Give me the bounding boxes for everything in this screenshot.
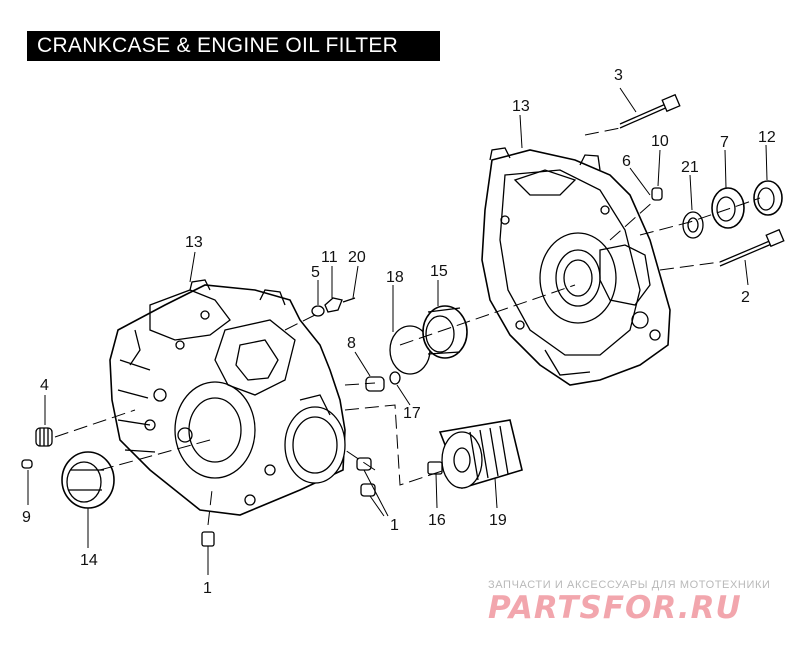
oil-filter-19 xyxy=(438,419,523,489)
oring-17 xyxy=(389,371,401,385)
parts-5-11-20 xyxy=(311,297,356,317)
callout-12: 12 xyxy=(758,129,776,146)
bearing-14 xyxy=(61,451,115,509)
right-crankcase-half xyxy=(481,147,671,386)
callout-19: 19 xyxy=(489,512,507,529)
watermark-logo: PARTSFOR.RU xyxy=(488,590,742,626)
callout-16: 16 xyxy=(428,512,446,529)
callout-8: 8 xyxy=(347,335,356,352)
bearing-4 xyxy=(35,427,53,447)
callout-1-right: 1 xyxy=(390,517,399,534)
nipple-16 xyxy=(427,461,443,475)
callout-17: 17 xyxy=(403,405,421,422)
plugs-1-right xyxy=(356,457,376,497)
bolt-3 xyxy=(619,93,681,129)
assembly-lines xyxy=(54,127,761,526)
callout-5: 5 xyxy=(311,264,320,281)
callout-14: 14 xyxy=(80,552,98,569)
callout-15: 15 xyxy=(430,263,448,280)
leader-lines xyxy=(27,87,768,575)
bearing-15 xyxy=(422,305,468,359)
dowel-8 xyxy=(365,376,385,392)
callout-11: 11 xyxy=(321,249,338,266)
callout-13-left: 13 xyxy=(185,234,203,251)
callout-9: 9 xyxy=(22,509,31,526)
race-12 xyxy=(753,180,783,216)
callout-7: 7 xyxy=(720,134,729,151)
dowel-9 xyxy=(21,459,33,469)
callout-3: 3 xyxy=(614,67,623,84)
callout-labels: 13 4 9 14 1 1 5 11 20 18 15 8 17 16 19 1… xyxy=(22,67,776,597)
callout-18: 18 xyxy=(386,269,404,286)
callout-20: 20 xyxy=(348,249,366,266)
bolt-2 xyxy=(719,228,785,267)
watermark-tagline: ЗАПЧАСТИ И АКСЕССУАРЫ ДЛЯ МОТОТЕХНИКИ xyxy=(488,579,771,591)
callout-13-right: 13 xyxy=(512,98,530,115)
callout-10: 10 xyxy=(651,133,669,150)
callout-4: 4 xyxy=(40,377,49,394)
diagram-title: CRANKCASE & ENGINE OIL FILTER xyxy=(27,31,440,61)
dowel-10 xyxy=(651,187,663,201)
callout-1-bottom: 1 xyxy=(203,580,212,597)
bearing-7 xyxy=(711,187,745,229)
left-crankcase-half xyxy=(109,279,346,516)
callout-6: 6 xyxy=(622,153,631,170)
plug-1-bottom xyxy=(201,531,215,547)
callout-2: 2 xyxy=(741,289,750,306)
callout-21: 21 xyxy=(681,159,699,176)
seal-21 xyxy=(682,211,704,239)
